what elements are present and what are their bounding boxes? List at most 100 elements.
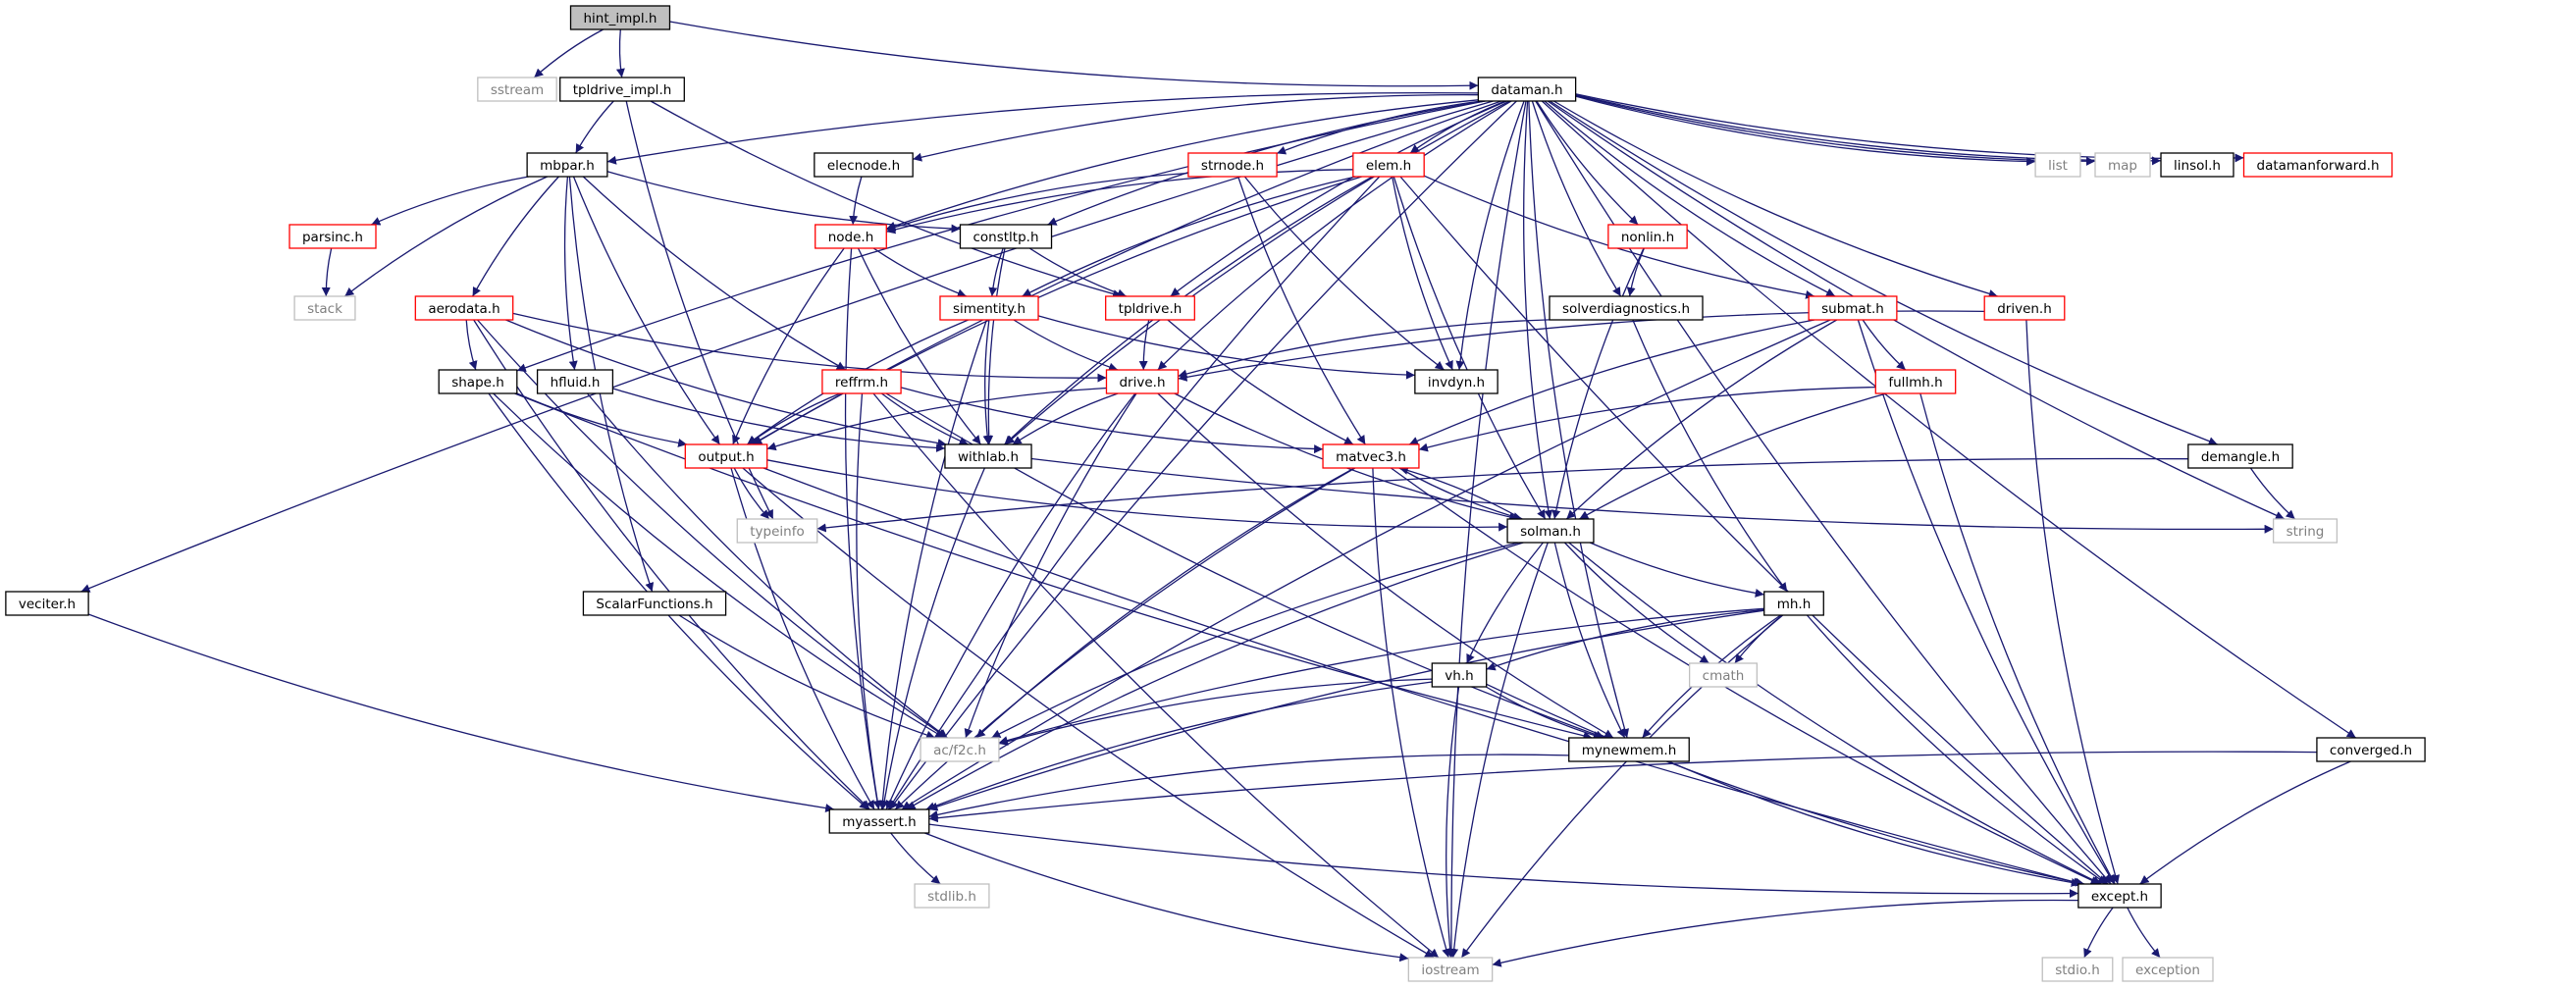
node-exception[interactable]: exception [2122, 957, 2214, 982]
node-label: node.h [828, 230, 874, 245]
node-vh[interactable]: vh.h [1431, 662, 1488, 688]
node-box [536, 369, 614, 394]
node-stdio[interactable]: stdio.h [2041, 957, 2114, 982]
node-box [1322, 443, 1420, 469]
node-mh[interactable]: mh.h [1763, 591, 1824, 616]
node-withlab[interactable]: withlab.h [944, 443, 1032, 469]
node-cmath[interactable]: cmath [1688, 662, 1759, 688]
edge-nonlin-to-solman [1551, 247, 1645, 520]
node-veciter[interactable]: veciter.h [5, 591, 89, 616]
node-list[interactable]: list [2034, 152, 2081, 178]
edge-demangle-to-typeinfo [816, 457, 2188, 533]
node-label: dataman.h [1491, 82, 1562, 98]
node-strnode[interactable]: strnode.h [1187, 152, 1278, 178]
node-drive[interactable]: drive.h [1105, 369, 1180, 394]
node-dataman[interactable]: dataman.h [1477, 77, 1577, 102]
node-label: parsinc.h [302, 230, 363, 245]
edge-dataman-to-nonlin [1536, 100, 1639, 226]
edge-mbpar-to-parsinc [371, 176, 529, 226]
node-elem[interactable]: elem.h [1352, 152, 1425, 178]
node-parsinc[interactable]: parsinc.h [289, 224, 377, 249]
node-box [2187, 443, 2293, 469]
edge-dataman-to-shape [516, 100, 1486, 373]
node-mbpar[interactable]: mbpar.h [526, 152, 608, 178]
edge-dataman-to-solman [1523, 100, 1553, 520]
node-solverdiagnostics[interactable]: solverdiagnostics.h [1549, 295, 1704, 321]
node-box [2077, 883, 2162, 909]
edge-except-to-stdio [2083, 907, 2114, 959]
node-tpldrive[interactable]: tpldrive.h [1105, 295, 1195, 321]
node-demangle[interactable]: demangle.h [2187, 443, 2293, 469]
node-elecnode[interactable]: elecnode.h [814, 152, 914, 178]
node-scalarfunctions[interactable]: ScalarFunctions.h [582, 591, 727, 616]
edge-node-to-myassert [844, 247, 882, 810]
node-label: tpldrive_impl.h [573, 82, 672, 98]
node-datamanforward[interactable]: datamanforward.h [2242, 152, 2393, 178]
edge-reffrm-to-iostream [872, 392, 1440, 959]
node-label: constltp.h [973, 230, 1038, 245]
node-label: ac/f2c.h [933, 743, 986, 758]
node-matvec3[interactable]: matvec3.h [1322, 443, 1420, 469]
node-acf2c[interactable]: ac/f2c.h [920, 737, 1000, 762]
node-box [959, 224, 1053, 249]
node-box [2242, 152, 2393, 178]
node-myassert[interactable]: myassert.h [828, 808, 930, 834]
node-node[interactable]: node.h [815, 224, 887, 249]
edge-reffrm-to-withlab [881, 392, 969, 445]
node-except[interactable]: except.h [2077, 883, 2162, 909]
edge-drive-to-mynewmem [1157, 392, 1614, 739]
edge-drive-to-acf2c [964, 392, 1137, 739]
node-output[interactable]: output.h [684, 443, 768, 469]
node-typeinfo[interactable]: typeinfo [736, 518, 818, 544]
edge-elem-to-solman [1393, 176, 1547, 520]
node-label: stdlib.h [927, 889, 976, 905]
edge-myassert-to-stdlib [890, 832, 941, 885]
node-aerodata[interactable]: aerodata.h [414, 295, 514, 321]
node-label: shape.h [451, 375, 504, 390]
edge-aerodata-to-shape [465, 319, 478, 371]
node-linsol[interactable]: linsol.h [2160, 152, 2234, 178]
node-reffrm[interactable]: reffrm.h [821, 369, 902, 394]
node-iostream[interactable]: iostream [1407, 957, 1494, 982]
edge-fullmh-to-solman [1579, 392, 1887, 520]
node-label: mynewmem.h [1582, 743, 1677, 758]
node-stack[interactable]: stack [293, 295, 356, 321]
node-nonlin[interactable]: nonlin.h [1607, 224, 1688, 249]
node-label: linsol.h [2174, 158, 2221, 174]
edge-solman-to-mynewmem [1553, 542, 1626, 739]
node-constltp[interactable]: constltp.h [959, 224, 1053, 249]
edge-mh-to-iostream [1460, 614, 1784, 959]
node-box [438, 369, 518, 394]
node-box [1105, 369, 1180, 394]
node-stdlib[interactable]: stdlib.h [914, 883, 990, 909]
node-label: fullmh.h [1888, 375, 1942, 390]
edge-strnode-to-matvec3 [1237, 176, 1366, 445]
node-label: stack [307, 301, 342, 317]
edge-drive-to-output [766, 387, 1107, 451]
node-label: string [2287, 524, 2325, 540]
node-hfluid[interactable]: hfluid.h [536, 369, 614, 394]
node-driven[interactable]: driven.h [1983, 295, 2066, 321]
node-invdyn[interactable]: invdyn.h [1414, 369, 1498, 394]
node-map[interactable]: map [2094, 152, 2151, 178]
node-hint_impl[interactable]: hint_impl.h [569, 5, 671, 30]
node-sstream[interactable]: sstream [477, 77, 557, 102]
node-tpldrive_impl[interactable]: tpldrive_impl.h [559, 77, 685, 102]
edge-dataman-to-submat [1544, 100, 1836, 297]
node-mynewmem[interactable]: mynewmem.h [1568, 737, 1690, 762]
node-box [1477, 77, 1577, 102]
node-box [1874, 369, 1957, 394]
node-simentity[interactable]: simentity.h [939, 295, 1039, 321]
edge-aerodata-to-drive [512, 312, 1107, 383]
node-string[interactable]: string [2272, 518, 2339, 544]
edge-dataman-to-except [1535, 100, 2112, 885]
edge-simentity-to-drive [1013, 319, 1119, 372]
node-converged[interactable]: converged.h [2316, 737, 2426, 762]
edge-matvec3-to-except [1391, 467, 2100, 885]
node-solman[interactable]: solman.h [1506, 518, 1595, 544]
node-submat[interactable]: submat.h [1808, 295, 1898, 321]
node-shape[interactable]: shape.h [438, 369, 518, 394]
node-fullmh[interactable]: fullmh.h [1874, 369, 1957, 394]
edge-drive-to-myassert [885, 392, 1136, 810]
edge-dataman-to-driven [1552, 100, 1998, 298]
